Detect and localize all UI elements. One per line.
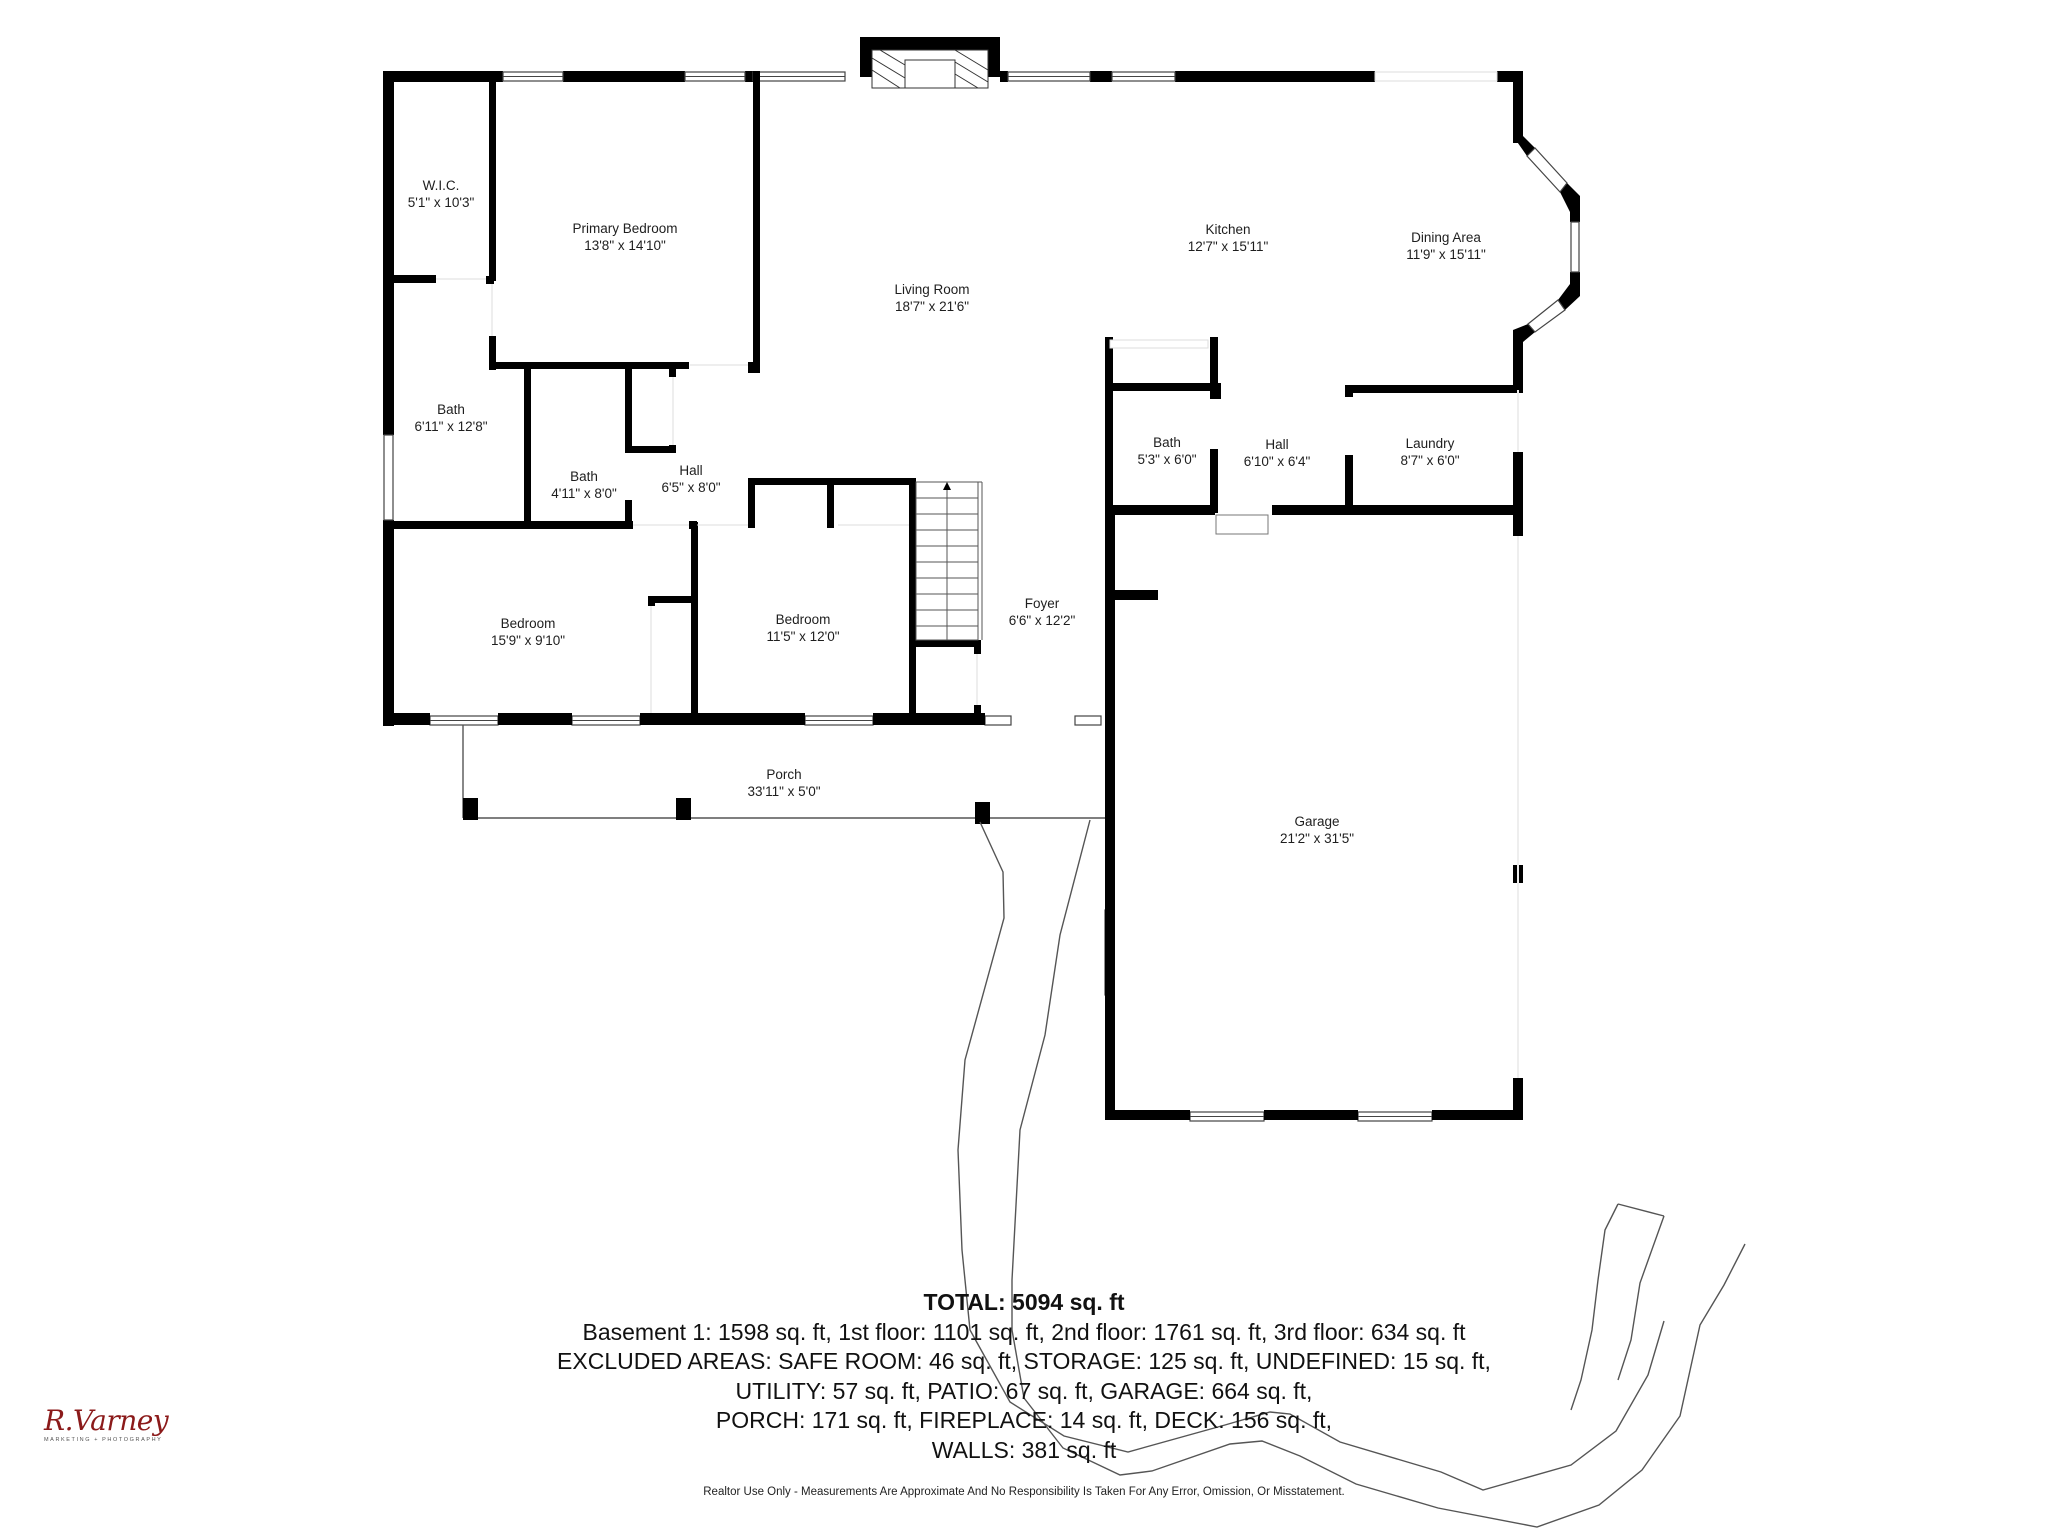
room-label-bedroom-center: Bedroom 11'5" x 12'0" bbox=[766, 611, 839, 645]
room-label-primary-bedroom: Primary Bedroom 13'8" x 14'10" bbox=[572, 220, 677, 254]
room-dimensions: 5'3" x 6'0" bbox=[1137, 452, 1197, 467]
room-name: Kitchen bbox=[1205, 222, 1251, 237]
room-label-laundry: Laundry 8'7" x 6'0" bbox=[1400, 435, 1459, 469]
excluded-areas-line: PORCH: 171 sq. ft, FIREPLACE: 14 sq. ft,… bbox=[715, 1407, 1333, 1433]
room-dimensions: 6'6" x 12'2" bbox=[1008, 613, 1076, 628]
room-dimensions: 8'7" x 6'0" bbox=[1400, 453, 1460, 468]
room-name: Primary Bedroom bbox=[572, 221, 678, 236]
fireplace-icon bbox=[860, 37, 1000, 89]
room-name: Garage bbox=[1294, 814, 1340, 829]
excluded-areas-line: UTILITY: 57 sq. ft, PATIO: 67 sq. ft, GA… bbox=[735, 1377, 1313, 1404]
disclaimer-text: Realtor Use Only - Measurements Are Appr… bbox=[703, 1486, 1345, 1498]
room-dimensions: 15'9" x 9'10" bbox=[490, 633, 566, 648]
interior-walls bbox=[383, 71, 985, 725]
room-name: Porch bbox=[766, 767, 802, 782]
room-label-bedroom-west: Bedroom 15'9" x 9'10" bbox=[491, 615, 565, 649]
room-label-wic: W.I.C. 5'1" x 10'3" bbox=[408, 177, 475, 211]
exterior-walls bbox=[383, 71, 1580, 1118]
room-label-porch: Porch 33'11" x 5'0" bbox=[747, 766, 820, 800]
room-name: Laundry bbox=[1405, 436, 1455, 451]
room-dimensions: 6'11" x 12'8" bbox=[414, 419, 488, 434]
room-name: Bedroom bbox=[775, 612, 831, 627]
excluded-areas-line: EXCLUDED AREAS: SAFE ROOM: 46 sq. ft, ST… bbox=[557, 1348, 1491, 1374]
room-label-garage: Garage 21'2" x 31'5" bbox=[1280, 813, 1354, 847]
brand-logo: R.Varney MARKETING + PHOTOGRAPHY bbox=[44, 1406, 174, 1456]
room-dimensions: 33'11" x 5'0" bbox=[747, 784, 821, 799]
room-dimensions: 6'5" x 8'0" bbox=[661, 480, 721, 495]
area-summary: TOTAL: 5094 sq. ft Basement 1: 1598 sq. … bbox=[0, 1288, 2048, 1465]
room-dimensions: 13'8" x 14'10" bbox=[584, 238, 666, 253]
room-dimensions: 4'11" x 8'0" bbox=[551, 486, 617, 501]
porch-outline bbox=[462, 725, 1105, 824]
room-dimensions: 6'10" x 6'4" bbox=[1243, 454, 1311, 469]
room-name: Bath bbox=[570, 469, 598, 484]
staircase-icon bbox=[915, 481, 983, 641]
room-label-hall-east: Hall 6'10" x 6'4" bbox=[1244, 436, 1311, 470]
room-name: Living Room bbox=[894, 282, 970, 297]
room-name: Hall bbox=[679, 463, 703, 478]
room-label-kitchen: Kitchen 12'7" x 15'11" bbox=[1188, 221, 1269, 255]
door-openings bbox=[436, 278, 978, 713]
room-dimensions: 18'7" x 21'6" bbox=[894, 299, 970, 314]
walls-area-line: WALLS: 381 sq. ft bbox=[931, 1436, 1117, 1463]
windows bbox=[383, 71, 1580, 1122]
room-name: Hall bbox=[1265, 437, 1289, 452]
room-dimensions: 21'2" x 31'5" bbox=[1279, 831, 1355, 846]
room-dimensions: 11'9" x 15'11" bbox=[1406, 247, 1486, 262]
room-name: Bath bbox=[437, 402, 465, 417]
room-dimensions: 12'7" x 15'11" bbox=[1187, 239, 1269, 254]
room-label-dining-area: Dining Area 11'9" x 15'11" bbox=[1406, 229, 1486, 263]
room-name: Bath bbox=[1153, 435, 1181, 450]
room-label-foyer: Foyer 6'6" x 12'2" bbox=[1009, 595, 1076, 629]
room-name: Dining Area bbox=[1411, 230, 1481, 245]
room-dimensions: 5'1" x 10'3" bbox=[407, 195, 475, 210]
room-name: Foyer bbox=[1024, 596, 1060, 611]
logo-tagline: MARKETING + PHOTOGRAPHY bbox=[44, 1437, 163, 1443]
total-area: TOTAL: 5094 sq. ft bbox=[923, 1289, 1125, 1315]
logo-name: R.Varney bbox=[44, 1404, 169, 1437]
room-label-bath-primary: Bath 6'11" x 12'8" bbox=[414, 401, 487, 435]
floor-areas-line: Basement 1: 1598 sq. ft, 1st floor: 1101… bbox=[582, 1318, 1466, 1345]
room-label-bath-small: Bath 4'11" x 8'0" bbox=[551, 468, 617, 502]
room-label-hall-west: Hall 6'5" x 8'0" bbox=[661, 462, 720, 496]
east-wing-walls bbox=[1105, 337, 1523, 1120]
room-label-bath-east: Bath 5'3" x 6'0" bbox=[1137, 434, 1196, 468]
room-label-living-room: Living Room 18'7" x 21'6" bbox=[894, 281, 969, 315]
walkway-path bbox=[957, 819, 1746, 1528]
room-name: Bedroom bbox=[500, 616, 556, 631]
room-name: W.I.C. bbox=[422, 178, 460, 193]
room-dimensions: 11'5" x 12'0" bbox=[766, 629, 840, 644]
